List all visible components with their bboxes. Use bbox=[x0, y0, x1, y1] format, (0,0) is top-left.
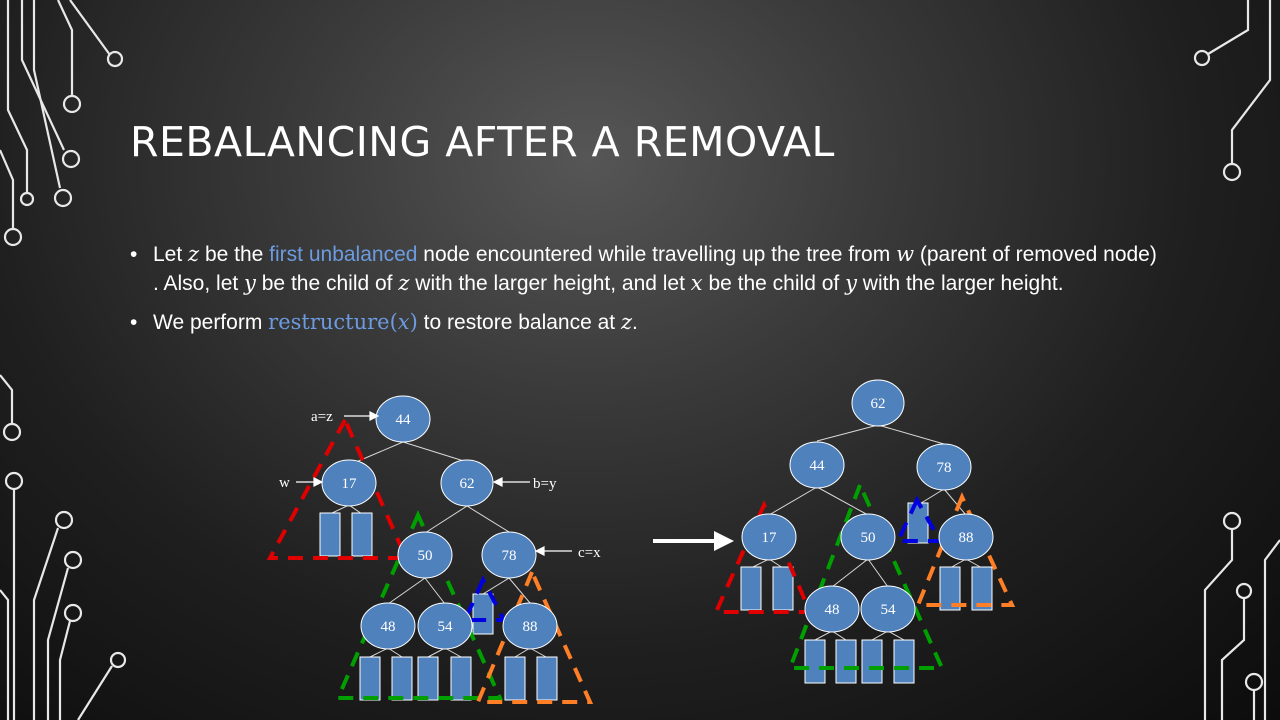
transform-arrow-icon bbox=[653, 531, 734, 551]
node-label: 48 bbox=[825, 602, 840, 618]
before-tree: 44 17 62 50 78 48 54 88 a=z w b=y c=x bbox=[266, 395, 601, 704]
arrow-head-icon bbox=[534, 546, 545, 556]
bullet-text: (parent of removed node) . Also, let bbox=[153, 243, 1157, 295]
math-var: z bbox=[188, 242, 200, 266]
tree-node bbox=[804, 585, 860, 633]
tree-node bbox=[789, 441, 845, 489]
tree-node bbox=[417, 602, 473, 650]
subtree-rect bbox=[772, 566, 794, 611]
highlight-text: first unbalanced bbox=[269, 243, 418, 266]
bullet-text: with the larger height, and let bbox=[409, 272, 691, 295]
tree-node bbox=[397, 531, 453, 579]
node-label: 50 bbox=[861, 530, 876, 546]
node-label: 62 bbox=[871, 396, 886, 412]
subtree-rect bbox=[861, 639, 883, 684]
function-close: ) bbox=[409, 310, 418, 334]
tree-node bbox=[321, 459, 377, 507]
red-dashed-triangle bbox=[712, 500, 814, 614]
bullet-text: with the larger height. bbox=[856, 272, 1064, 295]
node-label: 44 bbox=[396, 412, 412, 428]
arrow-head-icon bbox=[492, 477, 503, 487]
tree-node bbox=[375, 395, 431, 443]
math-var: z bbox=[398, 271, 410, 295]
label-w: w bbox=[279, 475, 290, 491]
red-dashed-triangle bbox=[266, 415, 410, 560]
subtree-rect bbox=[359, 656, 381, 701]
tree-node bbox=[502, 602, 558, 650]
node-label: 44 bbox=[810, 458, 826, 474]
label-b-y: b=y bbox=[533, 476, 557, 492]
bullet-text: node encountered while travelling up the… bbox=[417, 243, 897, 266]
node-label: 88 bbox=[959, 530, 974, 546]
subtree-rect bbox=[893, 639, 915, 684]
label-a-z: a=z bbox=[311, 409, 333, 425]
node-label: 88 bbox=[523, 619, 538, 635]
subtree-rect bbox=[504, 656, 526, 701]
arrow-head-icon bbox=[369, 411, 380, 421]
subtree-rect bbox=[835, 639, 857, 684]
bullet-1: Let z be the first unbalanced node encou… bbox=[130, 240, 1160, 298]
node-label: 78 bbox=[937, 460, 952, 476]
subtree-rect bbox=[417, 656, 439, 701]
bullet-text: be the child of bbox=[702, 272, 846, 295]
subtree-rect bbox=[351, 512, 373, 557]
subtree-rect bbox=[804, 639, 826, 684]
slide-title: REBALANCING AFTER A REMOVAL bbox=[130, 118, 835, 166]
subtree-rect bbox=[740, 566, 762, 611]
tree-node bbox=[741, 513, 797, 561]
math-var: w bbox=[896, 242, 915, 266]
label-c-x: c=x bbox=[578, 545, 601, 561]
bullet-text: to restore balance at bbox=[417, 311, 621, 334]
subtree-rect bbox=[319, 512, 341, 557]
tree-node bbox=[860, 585, 916, 633]
tree-node bbox=[851, 379, 905, 427]
tree-node bbox=[440, 459, 494, 507]
function-name: restructure( bbox=[268, 310, 398, 334]
tree-node bbox=[840, 513, 896, 561]
after-tree: 62 44 78 17 50 88 48 54 bbox=[712, 379, 1016, 684]
math-var: x bbox=[690, 271, 703, 295]
blue-dashed-triangle bbox=[461, 575, 508, 622]
tree-node bbox=[481, 531, 537, 579]
arrow-head-icon bbox=[313, 477, 324, 487]
blue-dashed-triangle bbox=[894, 495, 944, 543]
bullet-text: be the child of bbox=[255, 272, 399, 295]
node-label: 17 bbox=[762, 530, 778, 546]
node-label: 54 bbox=[881, 602, 897, 618]
tree-node bbox=[916, 443, 972, 491]
subtree-rect bbox=[971, 566, 993, 611]
math-var: y bbox=[845, 271, 857, 295]
math-var: y bbox=[244, 271, 256, 295]
bullet-text: Let bbox=[153, 243, 189, 266]
bullet-2: We perform restructure(x) to restore bal… bbox=[130, 308, 1160, 337]
node-label: 17 bbox=[342, 476, 358, 492]
subtree-rect bbox=[536, 656, 558, 701]
bullet-text: We perform bbox=[153, 311, 269, 334]
subtree-rect bbox=[450, 656, 472, 701]
node-label: 54 bbox=[438, 619, 454, 635]
tree-node bbox=[938, 513, 994, 561]
bullet-list: Let z be the first unbalanced node encou… bbox=[130, 240, 1160, 347]
node-label: 62 bbox=[460, 476, 475, 492]
orange-dashed-triangle bbox=[915, 491, 1016, 607]
node-label: 50 bbox=[418, 548, 433, 564]
tree-node bbox=[360, 602, 416, 650]
node-label: 78 bbox=[502, 548, 517, 564]
bullet-text: be the bbox=[199, 243, 270, 266]
bullet-text: . bbox=[632, 311, 638, 334]
function-arg: x bbox=[397, 310, 410, 334]
subtree-rect bbox=[391, 656, 413, 701]
node-label: 48 bbox=[381, 619, 396, 635]
math-var: z bbox=[620, 310, 633, 334]
subtree-rect bbox=[939, 566, 961, 611]
subtree-rect bbox=[472, 593, 494, 635]
